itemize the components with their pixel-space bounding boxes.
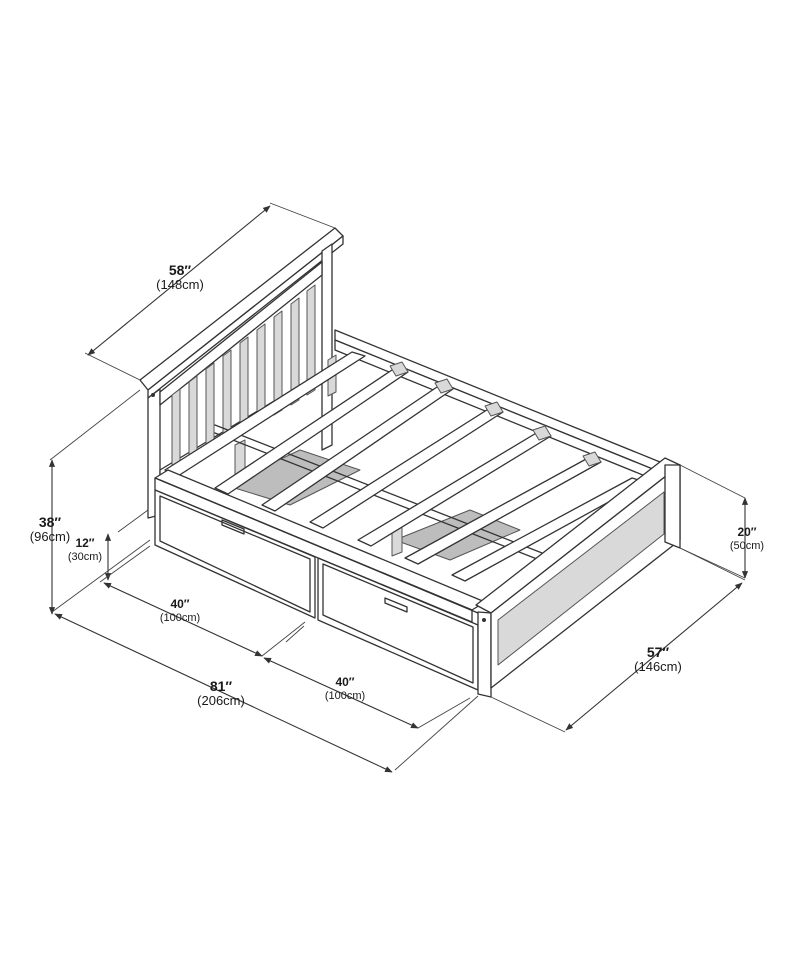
drawer-2-label: 40″ (100cm) (315, 675, 375, 702)
length-label: 81″ (206cm) (188, 678, 254, 709)
slats (164, 351, 646, 582)
headboard-height-label: 38″ (96cm) (22, 514, 78, 545)
width-label: 57″ (146cm) (622, 644, 694, 675)
headboard-height-inches: 38″ (38, 514, 62, 530)
drawer-2-inches: 40″ (335, 675, 355, 689)
width-inches: 57″ (646, 644, 670, 660)
footboard-height-label: 20″ (50cm) (720, 525, 774, 552)
headboard-width-inches: 58″ (168, 262, 192, 278)
clearance-label: 12″ (30cm) (62, 536, 108, 563)
headboard-height-cm: (96cm) (29, 529, 71, 545)
length-inches: 81″ (209, 678, 233, 694)
headboard-width-cm: (148cm) (156, 277, 204, 293)
drawer-1-inches: 40″ (170, 597, 190, 611)
length-cm: (206cm) (197, 693, 245, 709)
near-side-rail (154, 469, 486, 623)
footboard (475, 457, 681, 698)
drawer-2-cm: (100cm) (324, 689, 366, 702)
drawer-1-cm: (100cm) (159, 611, 201, 624)
headboard-slats (171, 284, 316, 476)
clearance-inches: 12″ (75, 536, 95, 550)
headboard-width-label: 58″ (148cm) (150, 262, 210, 293)
footboard-height-inches: 20″ (737, 525, 757, 539)
footboard-height-cm: (50cm) (729, 539, 765, 552)
width-cm: (146cm) (634, 659, 682, 675)
clearance-cm: (30cm) (67, 550, 103, 563)
drawer-1-label: 40″ (100cm) (150, 597, 210, 624)
dimension-lines (48, 202, 749, 773)
